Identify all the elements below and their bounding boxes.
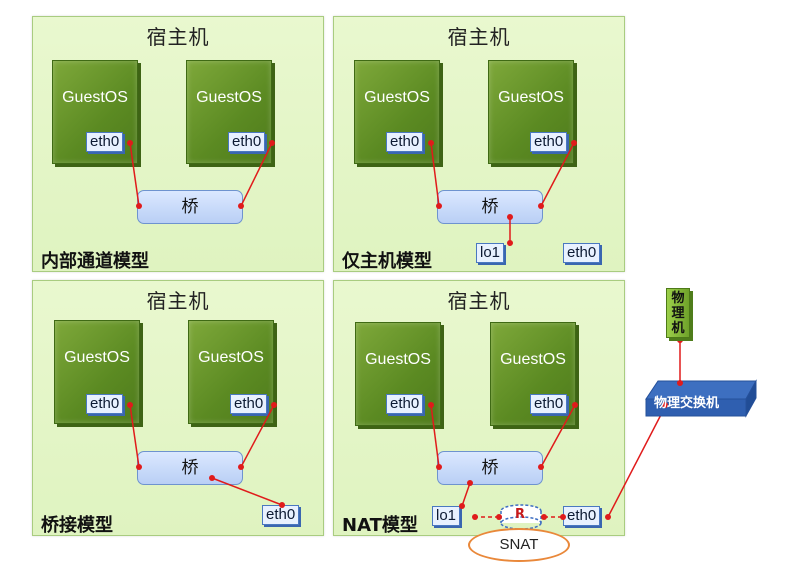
wire-dot: [538, 464, 544, 470]
wire-dot: [560, 514, 566, 520]
wire-dot: [459, 503, 465, 509]
wire-dot: [572, 402, 578, 408]
host-title: 宿主机: [146, 289, 210, 313]
wire-dot: [538, 203, 544, 209]
wire: [540, 142, 575, 207]
wire-dot: [238, 464, 244, 470]
bridge: 桥: [437, 190, 543, 224]
host-eth0: eth0: [563, 506, 601, 526]
guest-os-label: GuestOS: [364, 89, 430, 106]
bridge: 桥: [437, 451, 543, 485]
guest-eth0: eth0: [228, 132, 266, 152]
guest-eth0: eth0: [230, 394, 268, 414]
wire-dot: [428, 402, 434, 408]
guest-eth0: eth0: [530, 394, 568, 414]
wire-dot: [436, 203, 442, 209]
wire-dot: [677, 337, 683, 343]
guest-os-label: GuestOS: [365, 351, 431, 368]
bridge: 桥: [137, 451, 243, 485]
model-label-bridged: 桥接模型: [41, 515, 113, 536]
host-title: 宿主机: [447, 289, 511, 313]
wire: [240, 142, 273, 207]
host-title: 宿主机: [146, 25, 210, 49]
wire-dot: [507, 240, 513, 246]
router-label: R: [515, 507, 526, 522]
host-lo1: lo1: [432, 506, 461, 526]
guest-os-label: GuestOS: [64, 349, 130, 366]
wire-dot: [136, 203, 142, 209]
wire-dot: [507, 214, 513, 220]
host-title: 宿主机: [447, 25, 511, 49]
wire: [211, 477, 283, 506]
wire-dot: [271, 402, 277, 408]
model-label-host-only: 仅主机模型: [342, 251, 432, 272]
wire-dot: [238, 203, 244, 209]
wire-dot: [571, 140, 577, 146]
guest-eth0: eth0: [86, 132, 124, 152]
wire: [430, 142, 440, 207]
wire-dot: [136, 464, 142, 470]
wire-dot: [279, 502, 285, 508]
guest-os-label: GuestOS: [196, 89, 262, 106]
snat-ellipse: SNAT: [468, 528, 570, 562]
guest-eth0: eth0: [86, 394, 124, 414]
physical-switch-icon: [645, 379, 757, 418]
model-label-internal: 内部通道模型: [41, 251, 149, 272]
wire: [461, 482, 471, 507]
wire: [240, 404, 275, 468]
router-icon: [500, 504, 542, 530]
wire-dot: [605, 514, 611, 520]
wire-dot: [472, 514, 478, 520]
wire-dot: [436, 464, 442, 470]
host-lo1: lo1: [476, 243, 505, 263]
guest-os-label: GuestOS: [498, 89, 564, 106]
wire-dot: [127, 140, 133, 146]
wire-dot: [677, 380, 683, 386]
guest-os-label: GuestOS: [500, 351, 566, 368]
bridge: 桥: [137, 190, 243, 224]
wire: [540, 404, 576, 468]
guest-eth0: eth0: [530, 132, 568, 152]
wire: [129, 142, 140, 207]
wire-dot: [269, 140, 275, 146]
guest-eth0: eth0: [386, 394, 424, 414]
uplink-wire: [607, 404, 667, 518]
physical-machine: 物理机: [666, 288, 690, 338]
wire-dot: [541, 514, 547, 520]
wire-dot: [209, 475, 215, 481]
wire-dot: [467, 480, 473, 486]
wire-dot: [662, 402, 668, 408]
host-eth0: eth0: [563, 243, 601, 263]
physical-switch-label: 物理交换机: [654, 396, 720, 411]
model-label-nat: NAT模型: [342, 515, 418, 536]
guest-os-label: GuestOS: [62, 89, 128, 106]
wire-dot: [496, 514, 502, 520]
guest-eth0: eth0: [386, 132, 424, 152]
wire: [430, 404, 440, 468]
wire-dot: [127, 402, 133, 408]
wire-dot: [428, 140, 434, 146]
guest-os-label: GuestOS: [198, 349, 264, 366]
wire: [129, 404, 140, 468]
